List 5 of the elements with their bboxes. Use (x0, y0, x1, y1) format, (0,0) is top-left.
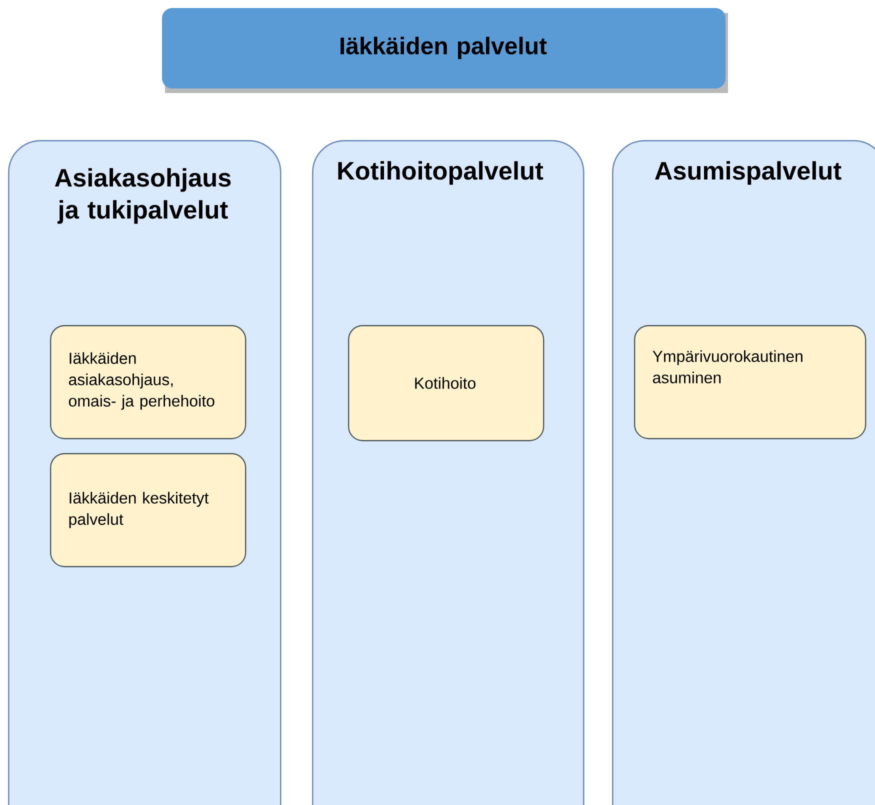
service-box: Kotihoito (348, 325, 544, 442)
service-box: Ympärivuorokautinen asuminen (634, 325, 866, 440)
title-box: Iäkkäiden palvelut (162, 8, 728, 93)
service-box: Iäkkäiden asiakasohjaus, omais- ja perhehoito (50, 325, 246, 440)
service-box: Iäkkäiden keskitetyt palvelut (50, 453, 246, 568)
